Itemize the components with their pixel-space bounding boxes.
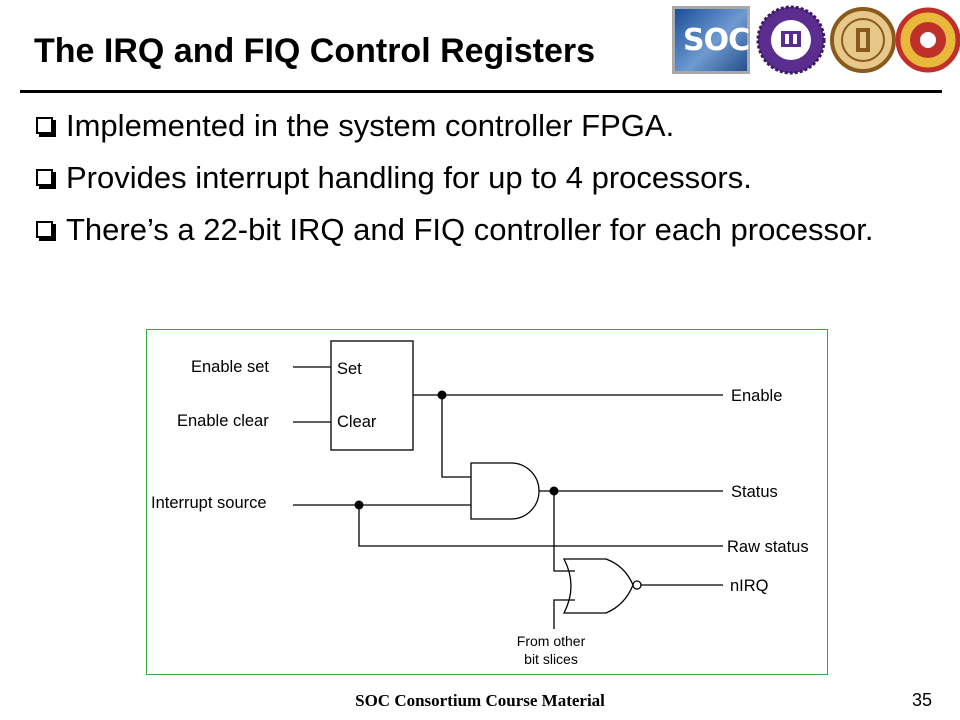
enable-to-and-wire	[441, 395, 471, 478]
set-clear-register-box	[330, 340, 414, 451]
output-enable-label: Enable	[731, 387, 782, 405]
register-clear-label: Clear	[337, 413, 377, 431]
irq-bit-slice-diagram: Set Clear Enable set Enable clear Interr…	[146, 329, 828, 675]
input-enable-clear-label: Enable clear	[177, 412, 269, 430]
other-slices-label-line2: bit slices	[524, 651, 578, 667]
output-status-label: Status	[731, 483, 778, 501]
output-raw-status-label: Raw status	[727, 538, 809, 556]
other-slices-label-line1: From other	[517, 633, 586, 649]
checkbox-bullet-icon	[36, 117, 53, 134]
input-enable-set-label: Enable set	[191, 358, 269, 376]
register-set-label: Set	[337, 360, 362, 378]
footer-course-material: SOC Consortium Course Material	[355, 691, 605, 710]
input-interrupt-source-label: Interrupt source	[151, 494, 267, 512]
other-slices-wire	[553, 599, 575, 629]
checkbox-bullet-icon	[36, 169, 53, 186]
checkbox-bullet-icon	[36, 221, 53, 238]
nor-inversion-bubble	[632, 580, 642, 590]
soc-logo: SOC	[672, 6, 750, 74]
bullet-item: Provides interrupt handling for up to 4 …	[36, 160, 936, 196]
and-gate-icon	[470, 462, 540, 520]
soc-logo-text: SOC	[683, 23, 750, 58]
university-seal-purple-icon	[756, 5, 826, 75]
bullet-list: Implemented in the system controller FPG…	[36, 108, 936, 266]
output-nirq-label: nIRQ	[730, 577, 769, 595]
bullet-text: Provides interrupt handling for up to 4 …	[66, 160, 752, 195]
university-seal-brown-icon	[830, 7, 896, 73]
logic-diagram-canvas: Set Clear Enable set Enable clear Interr…	[151, 340, 809, 667]
title-divider	[20, 90, 942, 93]
bullet-item: There’s a 22-bit IRQ and FIQ controller …	[36, 212, 936, 248]
bullet-text: Implemented in the system controller FPG…	[66, 108, 675, 143]
nor-gate-icon	[562, 558, 634, 614]
university-seal-red-icon	[896, 7, 960, 73]
bullet-text: There’s a 22-bit IRQ and FIQ controller …	[66, 212, 874, 247]
slide-title: The IRQ and FIQ Control Registers	[34, 32, 596, 70]
page-number: 35	[911, 690, 932, 710]
raw-status-wire	[358, 505, 723, 547]
bullet-item: Implemented in the system controller FPG…	[36, 108, 936, 144]
status-to-nor-wire	[553, 491, 575, 572]
